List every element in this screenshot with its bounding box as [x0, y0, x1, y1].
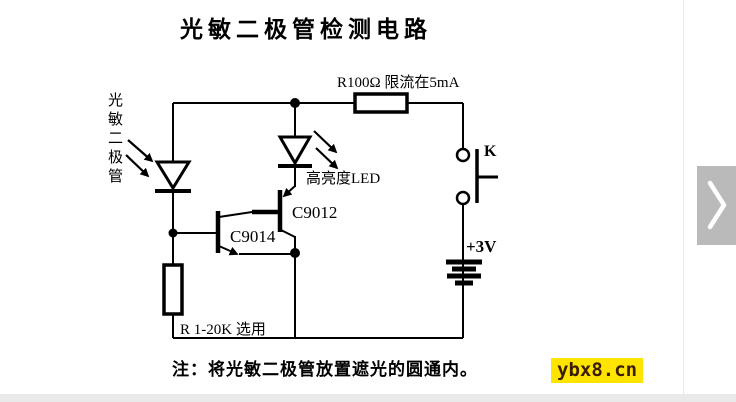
led-symbol	[277, 135, 313, 168]
npn-transistor-label: C9014	[230, 227, 276, 246]
watermark: ybx8.cn	[551, 358, 644, 383]
npn-transistor-symbol	[215, 211, 295, 256]
resistor-bottom-symbol	[162, 263, 184, 316]
junction-dots	[168, 98, 300, 258]
bottom-resistor-label: R 1-20K 选用	[180, 322, 266, 338]
battery-symbol	[446, 259, 482, 286]
led-light-arrows-icon	[313, 130, 339, 170]
page-title: 光敏二极管检测电路	[180, 17, 432, 42]
photodiode-symbol	[154, 160, 192, 193]
bottom-strip	[0, 394, 736, 402]
pnp-transistor-label: C9012	[292, 203, 338, 222]
led-label: 高亮度LED	[306, 171, 381, 187]
resistor-top-symbol	[353, 92, 409, 114]
next-arrow-button[interactable]	[697, 166, 736, 245]
note-text: 注：将光敏二极管放置遮光的圆通内。	[172, 360, 478, 379]
top-resistor-label: R100Ω 限流在5mA	[337, 75, 460, 91]
photodiode-label: 光敏二极管	[106, 92, 122, 187]
content-right-divider	[683, 0, 684, 394]
switch-label: K	[484, 143, 497, 160]
chevron-right-icon	[707, 180, 727, 230]
switch-symbol	[455, 147, 498, 206]
battery-label: +3V	[466, 237, 497, 256]
pnp-transistor-symbol	[252, 185, 296, 238]
light-arrows-icon	[125, 139, 154, 178]
